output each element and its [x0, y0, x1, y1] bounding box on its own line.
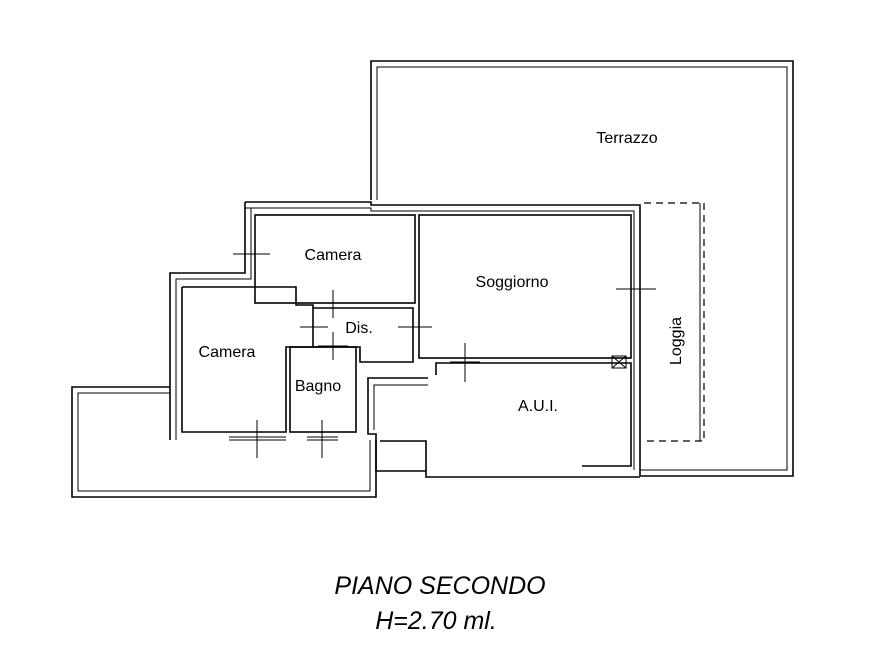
room-label-camera-top: Camera — [305, 247, 362, 264]
room-label-loggia: Loggia — [668, 317, 685, 365]
room-label-aui: A.U.I. — [518, 398, 558, 415]
plan-title: PIANO SECONDO — [334, 572, 545, 600]
terrace-outline — [370, 60, 794, 477]
room-label-camera-left: Camera — [199, 344, 256, 361]
room-label-terrazzo: Terrazzo — [596, 130, 657, 147]
loggia-outline — [644, 202, 705, 442]
opening-symbols — [229, 236, 656, 458]
balcony — [71, 386, 377, 498]
apartment-walls — [169, 201, 641, 478]
room-label-dis: Dis. — [345, 320, 373, 337]
room-label-soggiorno: Soggiorno — [476, 274, 549, 291]
ceiling-height: H=2.70 ml. — [375, 607, 497, 635]
room-label-bagno: Bagno — [295, 378, 341, 395]
